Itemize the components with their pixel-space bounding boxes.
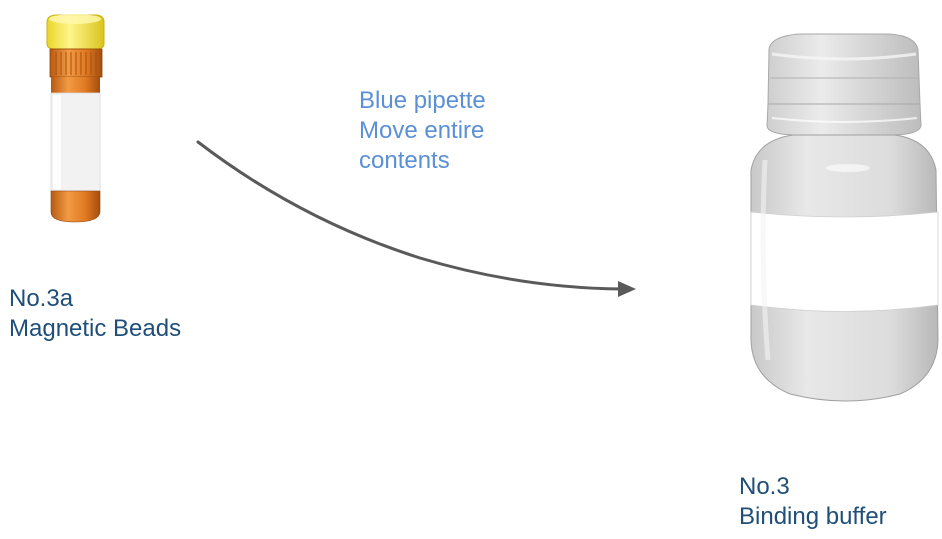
arrow-head xyxy=(618,281,636,297)
bottle-caption: No.3 Binding buffer xyxy=(739,472,887,532)
transfer-arrow xyxy=(196,140,636,297)
instruction-line-2: Move entire xyxy=(359,117,485,144)
bottle-name: Binding buffer xyxy=(739,503,887,530)
bottle-cap xyxy=(767,33,921,112)
instruction-line-3: contents xyxy=(359,147,450,174)
tube-name: Magnetic Beads xyxy=(9,315,182,342)
magnetic-beads-tube xyxy=(46,14,105,223)
instruction-line-1: Blue pipette xyxy=(359,87,486,114)
transfer-instruction: Blue pipette Move entire contents xyxy=(359,86,486,176)
bottle-number: No.3 xyxy=(739,473,790,500)
tube-number: No.3a xyxy=(9,285,74,312)
binding-buffer-bottle xyxy=(750,33,939,402)
tube-caption: No.3a Magnetic Beads xyxy=(9,284,181,344)
tube-cap xyxy=(46,14,105,50)
bottle-label-area xyxy=(750,211,939,312)
